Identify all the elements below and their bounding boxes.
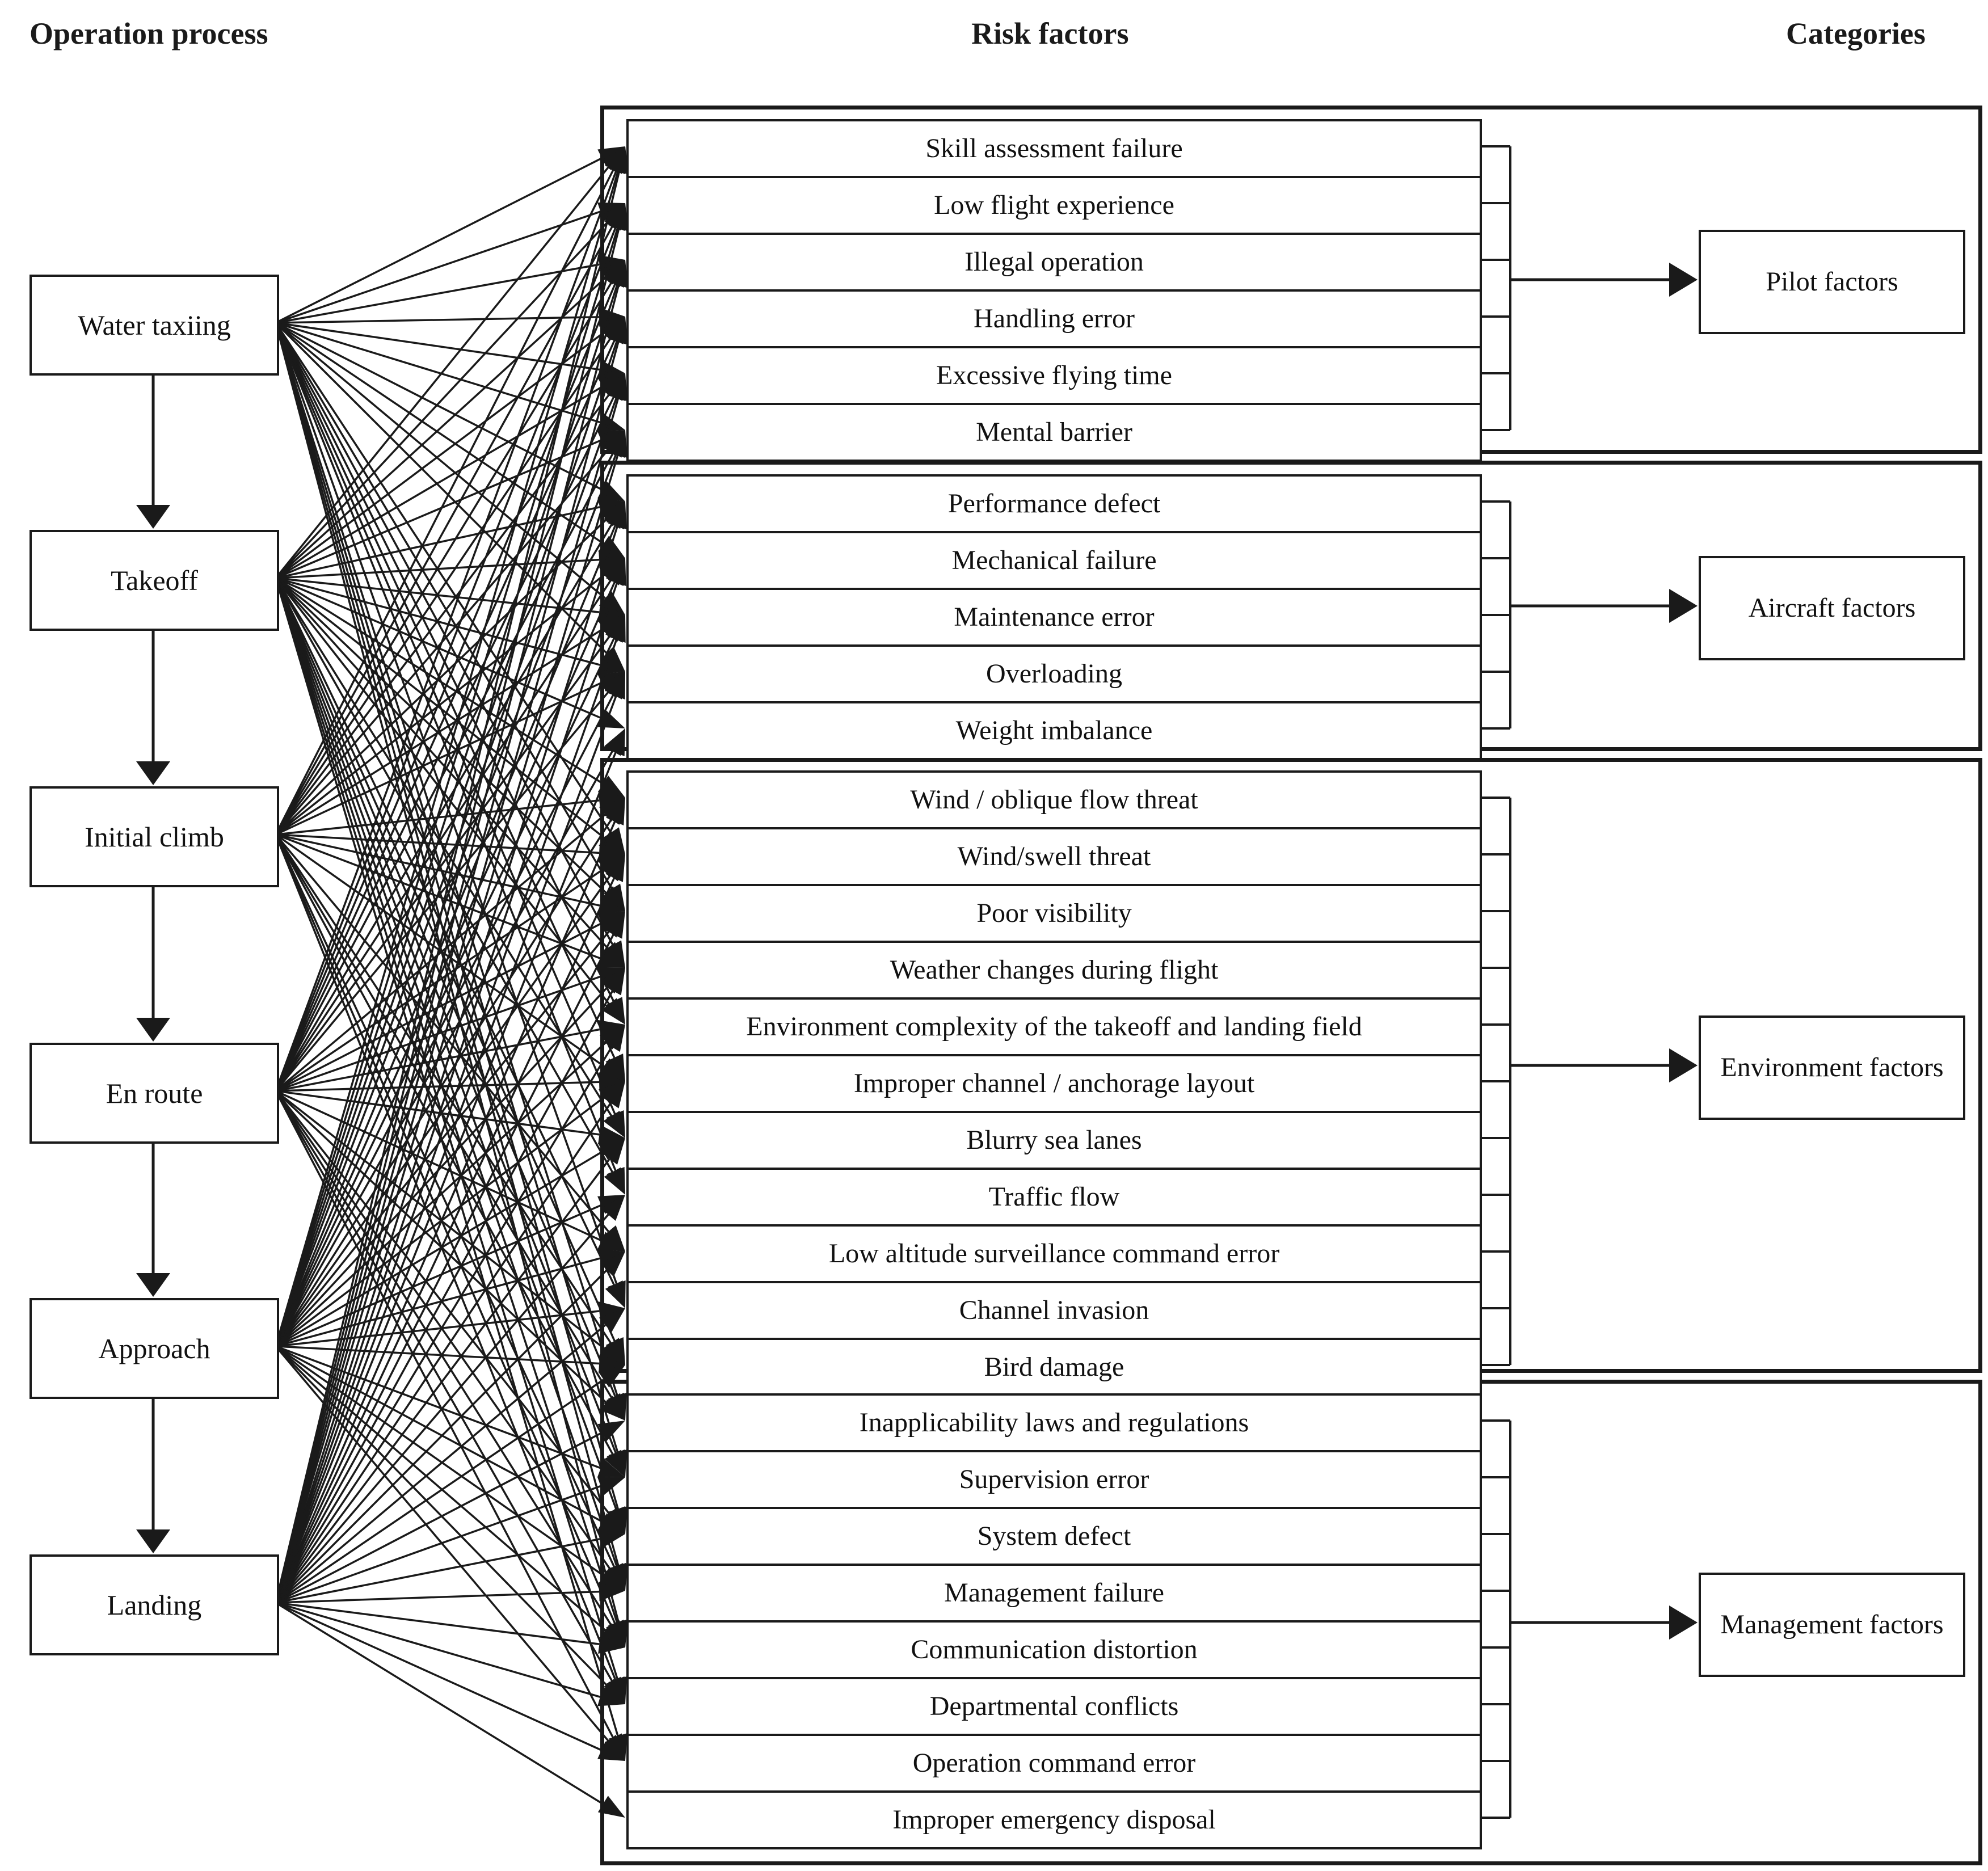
process-step-landing[interactable]: Landing — [30, 1554, 279, 1655]
risk-factor-box[interactable]: Communication distortion — [626, 1620, 1482, 1679]
flow-arrow — [136, 1141, 170, 1297]
risk-factor-box[interactable]: Improper channel / anchorage layout — [626, 1054, 1482, 1113]
flow-arrow — [136, 1397, 170, 1553]
risk-factor-box[interactable]: Excessive flying time — [626, 346, 1482, 405]
risk-factor-box[interactable]: Wind/swell threat — [626, 827, 1482, 886]
risk-factor-label: Improper channel / anchorage layout — [853, 1068, 1255, 1098]
risk-factor-label: Poor visibility — [976, 897, 1132, 928]
risk-factor-box[interactable]: Management failure — [626, 1564, 1482, 1623]
risk-factor-box[interactable]: Poor visibility — [626, 884, 1482, 943]
risk-factor-label: Management failure — [944, 1577, 1164, 1608]
header-categories: Categories — [1786, 16, 1926, 50]
risk-factor-box[interactable]: Performance defect — [626, 474, 1482, 533]
risk-factor-label: Overloading — [986, 658, 1122, 689]
risk-factor-label: Mental barrier — [976, 416, 1132, 447]
risk-factor-box[interactable]: Mental barrier — [626, 403, 1482, 462]
risk-factor-box[interactable]: Overloading — [626, 644, 1482, 703]
process-step-label: En route — [106, 1077, 203, 1109]
risk-factor-box[interactable]: Channel invasion — [626, 1281, 1482, 1340]
category-box-pilot-factors[interactable]: Pilot factors — [1699, 230, 1965, 334]
risk-factor-label: Wind/swell threat — [957, 841, 1151, 871]
category-bracket — [1477, 1419, 1698, 1819]
risk-factor-label: Wind / oblique flow threat — [910, 784, 1198, 815]
risk-factor-box[interactable]: Traffic flow — [626, 1168, 1482, 1227]
flow-arrow — [136, 629, 170, 785]
flow-arrow — [136, 885, 170, 1042]
header-operation-process: Operation process — [30, 16, 268, 50]
process-step-initial-climb[interactable]: Initial climb — [30, 786, 279, 887]
category-bracket — [1477, 797, 1698, 1366]
risk-factor-label: Environment complexity of the takeoff an… — [746, 1011, 1362, 1042]
process-step-label: Takeoff — [111, 564, 198, 596]
risk-factor-box[interactable]: Inapplicability laws and regulations — [626, 1393, 1482, 1452]
category-label: Environment factors — [1720, 1052, 1944, 1083]
risk-factor-label: Performance defect — [947, 488, 1161, 519]
risk-factor-box[interactable]: Low flight experience — [626, 176, 1482, 235]
risk-factor-box[interactable]: Weather changes during flight — [626, 941, 1482, 1000]
process-step-label: Landing — [107, 1589, 202, 1621]
risk-factor-box[interactable]: Maintenance error — [626, 588, 1482, 647]
risk-factor-box[interactable]: Departmental conflicts — [626, 1677, 1482, 1736]
risk-factor-label: Skill assessment failure — [925, 133, 1183, 163]
risk-factor-label: Weight imbalance — [955, 715, 1153, 745]
risk-factor-box[interactable]: Improper emergency disposal — [626, 1790, 1482, 1849]
risk-factor-box[interactable]: Illegal operation — [626, 233, 1482, 292]
risk-factor-box[interactable]: Low altitude surveillance command error — [626, 1224, 1482, 1283]
risk-factor-label: Supervision error — [959, 1464, 1149, 1494]
flow-arrow — [136, 373, 170, 529]
risk-factor-box[interactable]: Blurry sea lanes — [626, 1111, 1482, 1170]
category-bracket — [1477, 145, 1698, 431]
category-box-environment-factors[interactable]: Environment factors — [1699, 1015, 1965, 1120]
risk-factor-label: Improper emergency disposal — [892, 1804, 1216, 1835]
risk-factor-label: Maintenance error — [954, 601, 1155, 632]
risk-factor-box[interactable]: Mechanical failure — [626, 531, 1482, 590]
risk-factor-label: Blurry sea lanes — [966, 1124, 1142, 1155]
process-step-en-route[interactable]: En route — [30, 1043, 279, 1144]
risk-factor-label: Bird damage — [984, 1351, 1124, 1382]
process-step-water-taxiing[interactable]: Water taxiing — [30, 275, 279, 376]
risk-factor-label: Departmental conflicts — [929, 1691, 1179, 1721]
risk-factor-label: Handling error — [974, 303, 1135, 334]
risk-factor-box[interactable]: Operation command error — [626, 1734, 1482, 1793]
category-bracket — [1477, 500, 1698, 730]
process-step-takeoff[interactable]: Takeoff — [30, 530, 279, 631]
risk-factor-box[interactable]: Weight imbalance — [626, 701, 1482, 760]
header-risk-factors: Risk factors — [971, 16, 1129, 50]
risk-factor-label: Operation command error — [912, 1747, 1196, 1778]
risk-factor-label: Low flight experience — [934, 189, 1174, 220]
risk-factor-label: Channel invasion — [959, 1295, 1149, 1325]
category-box-aircraft-factors[interactable]: Aircraft factors — [1699, 556, 1965, 660]
process-step-label: Water taxiing — [78, 309, 231, 341]
process-step-label: Initial climb — [85, 821, 224, 853]
risk-factor-label: Weather changes during flight — [890, 954, 1219, 985]
risk-factor-label: System defect — [977, 1520, 1131, 1551]
risk-factor-box[interactable]: Supervision error — [626, 1450, 1482, 1509]
category-label: Aircraft factors — [1748, 593, 1916, 623]
risk-factor-box[interactable]: Skill assessment failure — [626, 119, 1482, 178]
risk-factor-label: Low altitude surveillance command error — [828, 1238, 1280, 1269]
risk-factor-label: Mechanical failure — [951, 545, 1157, 575]
risk-factor-box[interactable]: Handling error — [626, 289, 1482, 348]
risk-factor-box[interactable]: Bird damage — [626, 1338, 1482, 1397]
risk-factor-label: Traffic flow — [988, 1181, 1120, 1212]
category-box-management-factors[interactable]: Management factors — [1699, 1573, 1965, 1677]
process-step-label: Approach — [98, 1333, 210, 1364]
risk-factor-label: Excessive flying time — [936, 360, 1172, 390]
risk-factor-label: Communication distortion — [911, 1634, 1198, 1664]
category-label: Pilot factors — [1766, 267, 1898, 297]
category-label: Management factors — [1720, 1609, 1944, 1640]
risk-factor-box[interactable]: System defect — [626, 1507, 1482, 1566]
process-step-approach[interactable]: Approach — [30, 1298, 279, 1399]
risk-factor-box[interactable]: Wind / oblique flow threat — [626, 770, 1482, 829]
risk-factor-label: Illegal operation — [964, 246, 1144, 277]
risk-factor-box[interactable]: Environment complexity of the takeoff an… — [626, 997, 1482, 1056]
process-to-risk-links — [275, 146, 629, 1818]
risk-factor-label: Inapplicability laws and regulations — [859, 1407, 1249, 1438]
